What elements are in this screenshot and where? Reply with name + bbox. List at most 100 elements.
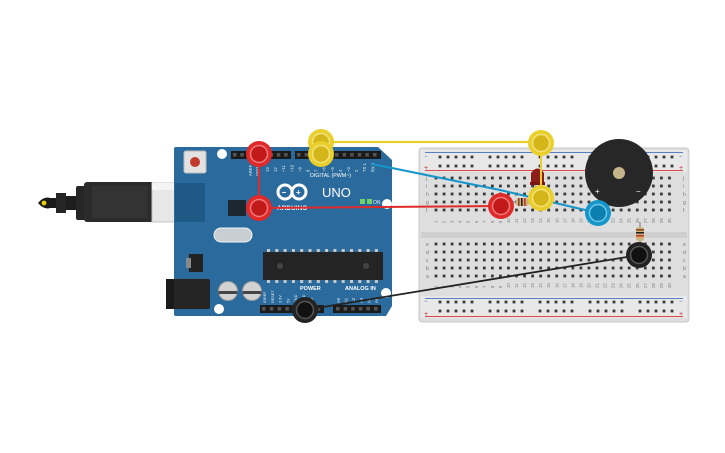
breadboard-hole[interactable] bbox=[474, 208, 478, 212]
breadboard-hole[interactable] bbox=[579, 184, 583, 188]
rail-hole[interactable] bbox=[538, 309, 542, 313]
breadboard-hole[interactable] bbox=[668, 242, 671, 246]
header-pin[interactable] bbox=[269, 307, 274, 311]
breadboard-hole[interactable] bbox=[466, 250, 470, 254]
rail-hole[interactable] bbox=[620, 300, 624, 304]
breadboard-hole[interactable] bbox=[466, 176, 470, 180]
rail-hole[interactable] bbox=[546, 155, 550, 159]
breadboard-hole[interactable] bbox=[547, 266, 551, 270]
breadboard-hole[interactable] bbox=[579, 266, 583, 270]
wire-endpoint-blue[interactable] bbox=[585, 200, 611, 226]
breadboard-hole[interactable] bbox=[490, 250, 494, 254]
breadboard-hole[interactable] bbox=[595, 266, 599, 270]
breadboard-hole[interactable] bbox=[668, 176, 671, 180]
breadboard-hole[interactable] bbox=[651, 184, 655, 188]
breadboard-hole[interactable] bbox=[539, 274, 543, 278]
breadboard-hole[interactable] bbox=[668, 250, 671, 254]
rail-hole[interactable] bbox=[438, 309, 442, 313]
breadboard-hole[interactable] bbox=[507, 266, 510, 270]
breadboard-hole[interactable] bbox=[571, 242, 575, 246]
breadboard-hole[interactable] bbox=[466, 208, 470, 212]
rail-hole[interactable] bbox=[570, 164, 574, 168]
rail-hole[interactable] bbox=[446, 300, 450, 304]
breadboard-hole[interactable] bbox=[434, 250, 438, 254]
breadboard-hole[interactable] bbox=[450, 258, 454, 262]
breadboard-hole[interactable] bbox=[490, 274, 494, 278]
header-pin[interactable] bbox=[366, 307, 370, 311]
breadboard-hole[interactable] bbox=[547, 176, 551, 180]
breadboard-hole[interactable] bbox=[668, 258, 671, 262]
rail-hole[interactable] bbox=[504, 309, 508, 313]
breadboard-hole[interactable] bbox=[627, 266, 631, 270]
breadboard-hole[interactable] bbox=[499, 266, 502, 270]
breadboard-hole[interactable] bbox=[547, 184, 551, 188]
breadboard-hole[interactable] bbox=[611, 242, 615, 246]
header-pin[interactable] bbox=[277, 307, 282, 311]
rail-hole[interactable] bbox=[512, 164, 516, 168]
rail-hole[interactable] bbox=[554, 164, 558, 168]
rail-hole[interactable] bbox=[470, 300, 474, 304]
header-pin[interactable] bbox=[357, 153, 362, 157]
breadboard-hole[interactable] bbox=[619, 274, 623, 278]
wire-endpoint-red[interactable] bbox=[246, 195, 272, 221]
breadboard-hole[interactable] bbox=[547, 242, 551, 246]
breadboard-hole[interactable] bbox=[507, 258, 510, 262]
breadboard-hole[interactable] bbox=[555, 200, 559, 204]
breadboard-hole[interactable] bbox=[466, 258, 470, 262]
breadboard-hole[interactable] bbox=[603, 250, 607, 254]
rail-hole[interactable] bbox=[570, 300, 574, 304]
breadboard-hole[interactable] bbox=[482, 176, 486, 180]
breadboard-hole[interactable] bbox=[434, 242, 438, 246]
breadboard-hole[interactable] bbox=[442, 208, 446, 212]
rail-hole[interactable] bbox=[438, 155, 442, 159]
breadboard-hole[interactable] bbox=[563, 208, 567, 212]
breadboard-hole[interactable] bbox=[458, 208, 462, 212]
breadboard-hole[interactable] bbox=[474, 242, 478, 246]
wire-endpoint-yellow[interactable] bbox=[308, 141, 334, 167]
rail-hole[interactable] bbox=[496, 155, 500, 159]
breadboard-hole[interactable] bbox=[466, 274, 470, 278]
header-pin[interactable] bbox=[374, 307, 378, 311]
rail-hole[interactable] bbox=[512, 300, 516, 304]
breadboard-hole[interactable] bbox=[490, 184, 494, 188]
header-pin[interactable] bbox=[373, 153, 377, 157]
rail-hole[interactable] bbox=[562, 164, 566, 168]
rail-hole[interactable] bbox=[488, 309, 492, 313]
breadboard-hole[interactable] bbox=[643, 208, 647, 212]
breadboard-hole[interactable] bbox=[507, 184, 510, 188]
breadboard-hole[interactable] bbox=[571, 184, 575, 188]
header-pin[interactable] bbox=[342, 153, 347, 157]
breadboard-hole[interactable] bbox=[490, 192, 494, 196]
breadboard-hole[interactable] bbox=[643, 200, 647, 204]
breadboard-hole[interactable] bbox=[482, 266, 486, 270]
breadboard-hole[interactable] bbox=[523, 274, 526, 278]
breadboard-hole[interactable] bbox=[499, 258, 502, 262]
breadboard-hole[interactable] bbox=[523, 250, 526, 254]
breadboard-hole[interactable] bbox=[651, 200, 655, 204]
rail-hole[interactable] bbox=[562, 155, 566, 159]
breadboard-hole[interactable] bbox=[635, 200, 639, 204]
arduino-uno[interactable]: ON − + UNO ARDUINO DIGITAL (PWM~) POWER … bbox=[166, 147, 392, 316]
breadboard-hole[interactable] bbox=[668, 192, 671, 196]
breadboard-hole[interactable] bbox=[635, 274, 639, 278]
breadboard-hole[interactable] bbox=[668, 274, 671, 278]
rail-hole[interactable] bbox=[654, 309, 658, 313]
rail-hole[interactable] bbox=[562, 300, 566, 304]
rail-hole[interactable] bbox=[570, 309, 574, 313]
breadboard-hole[interactable] bbox=[668, 200, 671, 204]
breadboard-hole[interactable] bbox=[563, 192, 567, 196]
rail-hole[interactable] bbox=[670, 164, 674, 168]
rail-hole[interactable] bbox=[488, 300, 492, 304]
rail-hole[interactable] bbox=[546, 164, 550, 168]
breadboard-hole[interactable] bbox=[555, 242, 559, 246]
breadboard-hole[interactable] bbox=[563, 242, 567, 246]
breadboard-hole[interactable] bbox=[611, 208, 615, 212]
breadboard-hole[interactable] bbox=[458, 258, 462, 262]
breadboard-hole[interactable] bbox=[450, 274, 454, 278]
breadboard-hole[interactable] bbox=[660, 176, 663, 180]
breadboard-hole[interactable] bbox=[490, 258, 494, 262]
breadboard-hole[interactable] bbox=[499, 274, 502, 278]
rail-hole[interactable] bbox=[554, 309, 558, 313]
breadboard-hole[interactable] bbox=[619, 208, 623, 212]
